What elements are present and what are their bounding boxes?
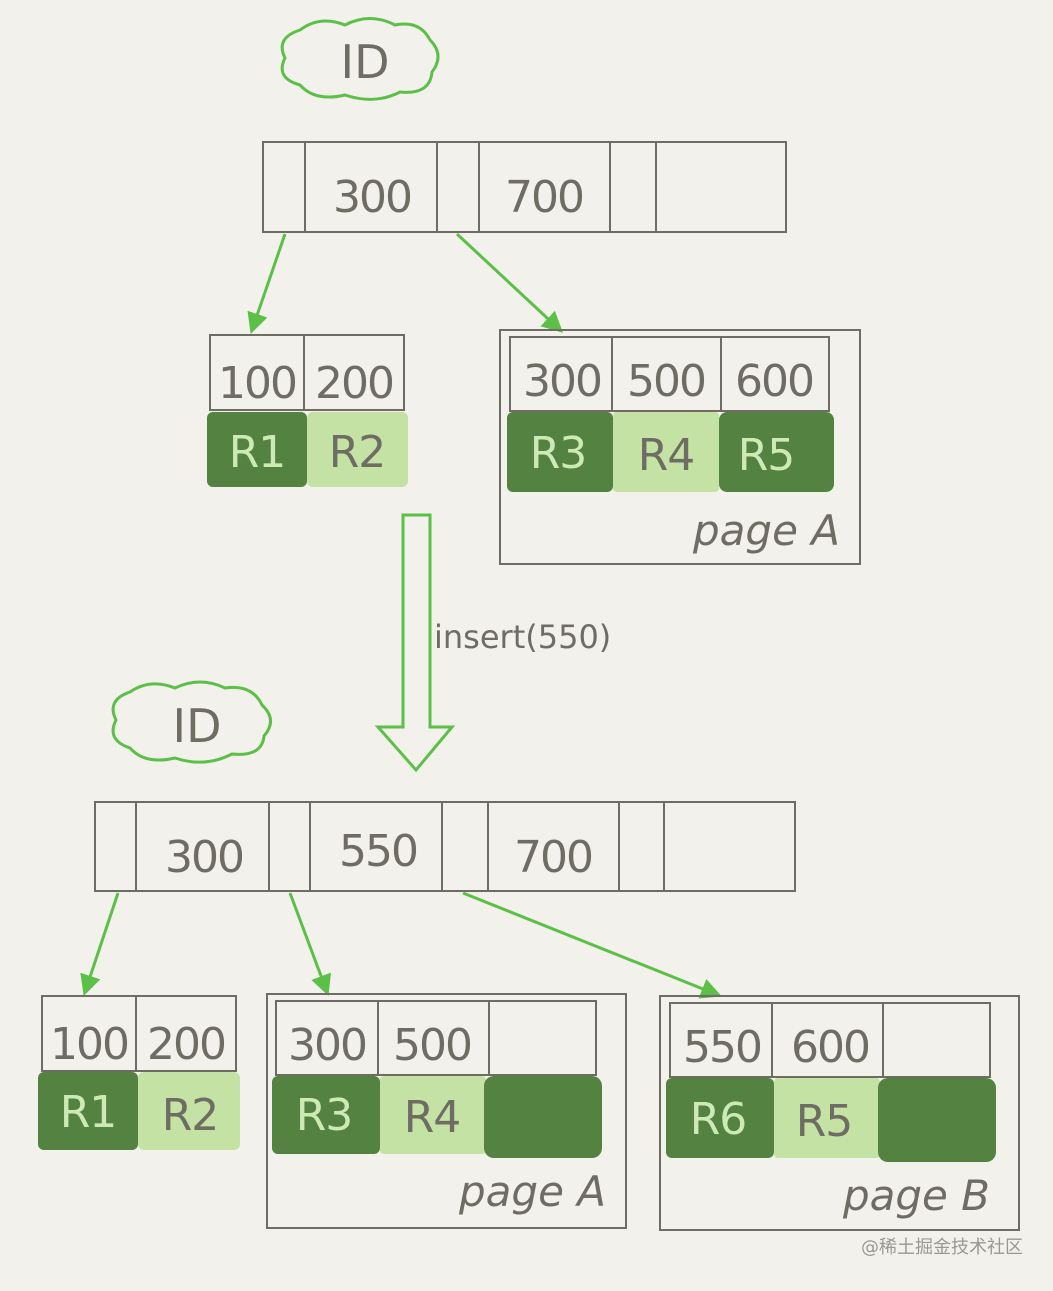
leaf-right-after-page-b: 550 600 R6 R5 page B	[659, 995, 1020, 1231]
row-cell-light	[307, 412, 408, 487]
watermark: @稀土掘金技术社区	[861, 1237, 1023, 1258]
root-label: ID	[173, 699, 222, 753]
row-label: R1	[229, 427, 286, 478]
row-label: R6	[690, 1094, 747, 1145]
root-key: 700	[505, 172, 583, 223]
row-cell-dark	[666, 1078, 774, 1158]
root-key: 550	[339, 826, 417, 877]
row-label: R2	[162, 1090, 219, 1141]
after-tree: ID 300 550 700 100 200 R1 R	[38, 680, 1020, 1231]
row-label: R4	[638, 430, 695, 481]
row-label: R3	[530, 428, 587, 479]
root-label: ID	[341, 35, 390, 89]
operation-label: insert(550)	[434, 618, 611, 656]
root-node-before	[262, 141, 787, 233]
row-label: R3	[296, 1090, 353, 1141]
row-cell-dark	[38, 1072, 138, 1150]
leaf-key: 600	[735, 356, 813, 407]
row-label: R4	[404, 1092, 461, 1143]
leaf-key: 500	[627, 356, 705, 407]
cloud-icon	[111, 680, 272, 764]
row-cell-light	[613, 412, 719, 492]
row-cell-dark	[719, 412, 834, 492]
root-key: 300	[333, 172, 411, 223]
row-cell-dark	[207, 412, 307, 487]
pointer-arrow	[288, 892, 331, 996]
id-label-cloud-before: ID	[280, 17, 440, 101]
pointer-arrow	[80, 892, 120, 996]
leaf-key: 200	[147, 1019, 225, 1070]
down-arrow-icon	[374, 513, 456, 773]
row-cell-empty-dark	[484, 1076, 602, 1158]
leaf-key: 550	[683, 1022, 761, 1073]
row-cell-light	[380, 1076, 486, 1154]
page-label: page A	[458, 1167, 606, 1216]
pointer-arrow	[247, 233, 287, 334]
leaf-mid-after-page-a: 300 500 R3 R4 page A	[266, 993, 627, 1229]
cloud-icon	[280, 17, 440, 101]
row-cell-dark	[507, 412, 613, 492]
row-label: R2	[329, 427, 386, 478]
row-label: R5	[738, 430, 795, 481]
leaf-left-before: 100 200 R1 R2	[207, 334, 408, 487]
row-cell-light	[774, 1078, 880, 1158]
leaf-key: 300	[288, 1020, 366, 1071]
page-label: page A	[692, 506, 840, 555]
leaf-key: 100	[50, 1019, 128, 1070]
page-label: page B	[842, 1171, 990, 1220]
row-label: R5	[796, 1096, 853, 1147]
id-label-cloud-after: ID	[111, 680, 272, 764]
pointer-arrow	[455, 232, 564, 333]
leaf-key: 200	[315, 358, 393, 409]
row-cell-light	[138, 1072, 240, 1150]
row-label: R1	[60, 1087, 117, 1138]
leaf-left-after: 100 200 R1 R2	[38, 995, 240, 1150]
transition-arrow: insert(550)	[374, 513, 611, 773]
leaf-key: 300	[523, 356, 601, 407]
row-cell-dark	[272, 1076, 380, 1154]
row-cell-empty-dark	[878, 1078, 996, 1162]
leaf-right-before-page-a: 300 500 600 R3 R4 R5 page A	[499, 329, 861, 565]
pointer-arrow	[462, 891, 722, 999]
root-key: 300	[165, 832, 243, 883]
leaf-key: 100	[218, 358, 296, 409]
leaf-key: 500	[393, 1020, 471, 1071]
root-key: 700	[514, 832, 592, 883]
before-tree: ID 300 700 100 200 R1 R2	[207, 17, 861, 565]
leaf-key: 600	[791, 1022, 869, 1073]
root-node-after	[94, 801, 796, 892]
